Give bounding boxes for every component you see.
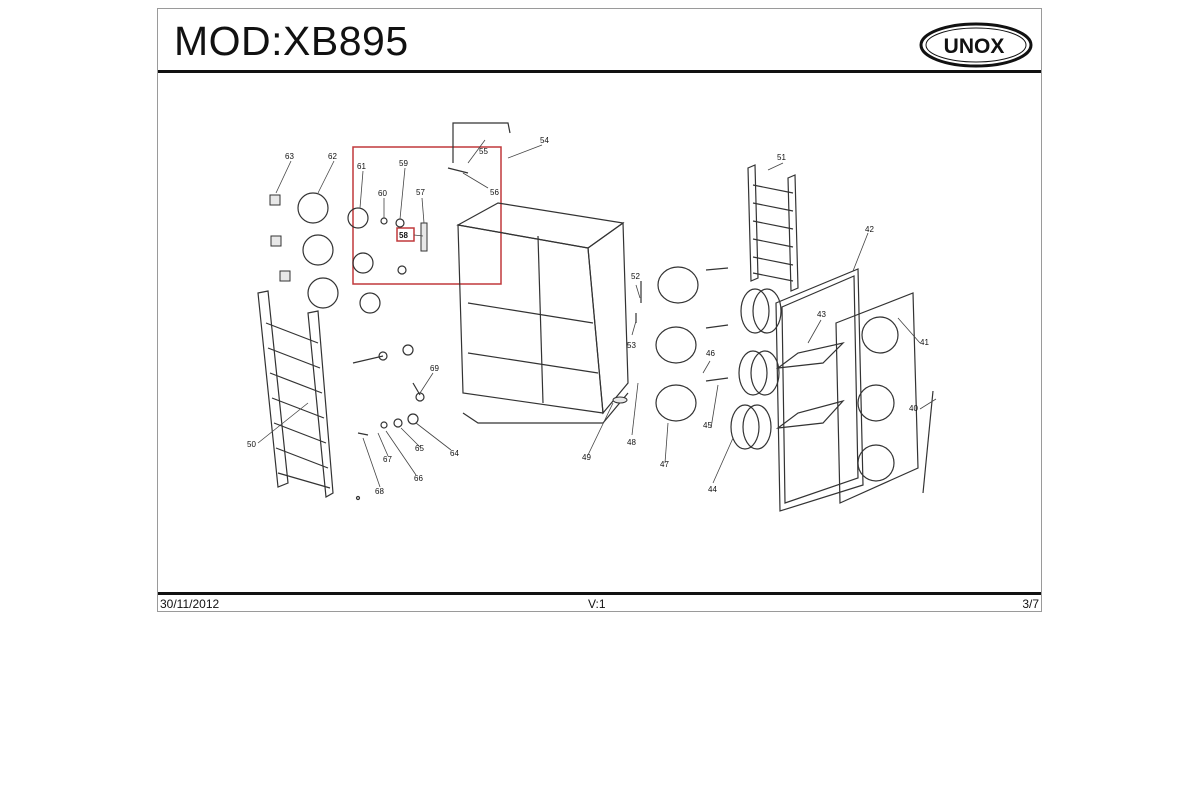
callout-66: 66 bbox=[414, 474, 423, 483]
callout-44: 44 bbox=[708, 485, 717, 494]
unox-logo: UNOX bbox=[919, 22, 1033, 68]
left-rack bbox=[257, 290, 334, 498]
callout-69: 69 bbox=[430, 364, 439, 373]
model-title: MOD:XB895 bbox=[174, 18, 409, 64]
callout-63: 63 bbox=[285, 152, 294, 161]
highlight-box bbox=[352, 146, 502, 285]
heating-elements bbox=[655, 266, 699, 422]
footer-rule bbox=[158, 592, 1041, 595]
callout-61: 61 bbox=[357, 162, 366, 171]
shelf-upper bbox=[775, 341, 845, 369]
callout-67: 67 bbox=[383, 455, 392, 464]
footer-page-number: 3/7 bbox=[1022, 597, 1039, 611]
footer-version: V:1 bbox=[588, 597, 606, 611]
callout-55: 55 bbox=[479, 147, 488, 156]
door-panel bbox=[775, 268, 864, 512]
callout-68: 68 bbox=[375, 487, 384, 496]
header-rule bbox=[158, 70, 1041, 73]
callout-51: 51 bbox=[777, 153, 786, 162]
callout-62: 62 bbox=[328, 152, 337, 161]
fan-wheels bbox=[730, 288, 782, 450]
parts-diagram-sheet: MOD:XB895 UNOX bbox=[157, 8, 1042, 612]
callout-40: 40 bbox=[909, 404, 918, 413]
brand-text: UNOX bbox=[944, 35, 1005, 58]
footer-date: 30/11/2012 bbox=[160, 597, 220, 611]
callout-43: 43 bbox=[817, 310, 826, 319]
rod bbox=[922, 390, 934, 494]
highlight-box-58 bbox=[396, 227, 415, 242]
callout-52: 52 bbox=[631, 272, 640, 281]
gasket-3 bbox=[307, 277, 339, 309]
callout-57: 57 bbox=[416, 188, 425, 197]
oven-cavity bbox=[456, 202, 629, 424]
callout-58: 58 bbox=[399, 231, 408, 240]
callout-50: 50 bbox=[247, 440, 256, 449]
callout-49: 49 bbox=[582, 453, 591, 462]
fan-baffle bbox=[835, 292, 919, 504]
callout-60: 60 bbox=[378, 189, 387, 198]
callout-45: 45 bbox=[703, 421, 712, 430]
callout-42: 42 bbox=[865, 225, 874, 234]
callout-53: 53 bbox=[627, 341, 636, 350]
callout-47: 47 bbox=[660, 460, 669, 469]
callout-64: 64 bbox=[450, 449, 459, 458]
callout-labels: 63 62 61 59 60 57 58 55 56 54 51 42 43 4… bbox=[247, 136, 929, 496]
gasket-2 bbox=[302, 234, 334, 266]
right-rack bbox=[747, 164, 799, 292]
callout-46: 46 bbox=[706, 349, 715, 358]
callout-65: 65 bbox=[415, 444, 424, 453]
gasket-1 bbox=[297, 192, 329, 224]
callout-59: 59 bbox=[399, 159, 408, 168]
callout-56: 56 bbox=[490, 188, 499, 197]
exploded-view-diagram: 63 62 61 59 60 57 58 55 56 54 51 42 43 4… bbox=[247, 122, 937, 512]
callout-48: 48 bbox=[627, 438, 636, 447]
leader-lines bbox=[257, 139, 937, 488]
shelf-lower bbox=[775, 399, 845, 429]
callout-54: 54 bbox=[540, 136, 549, 145]
probe bbox=[452, 122, 511, 163]
callout-41: 41 bbox=[920, 338, 929, 347]
